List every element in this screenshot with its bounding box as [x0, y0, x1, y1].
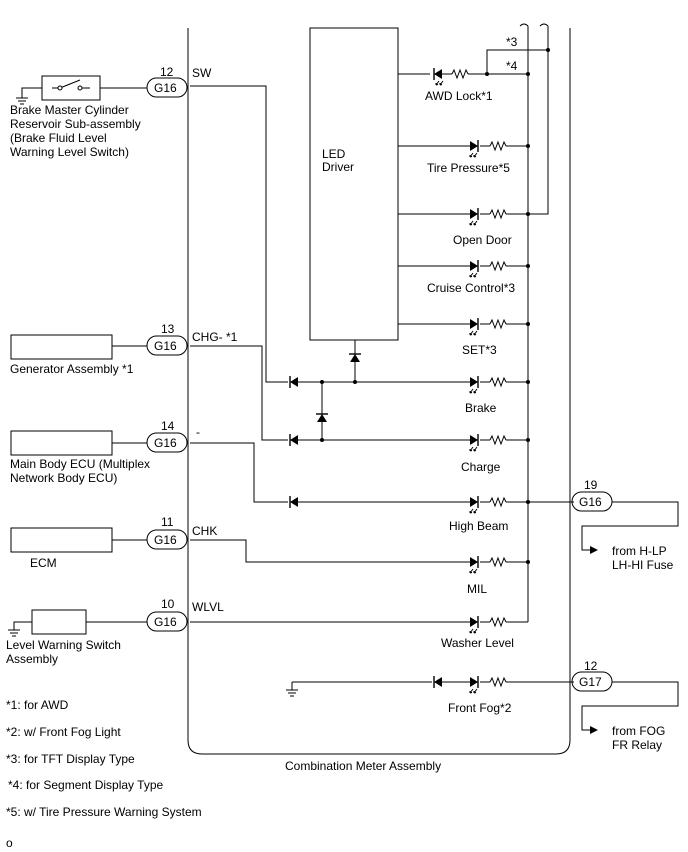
- indicator-mil: MIL: [467, 582, 487, 596]
- signal-chg: CHG- *1: [192, 330, 238, 344]
- indicator-set: SET*3: [462, 343, 497, 357]
- marker-3: *3: [506, 35, 518, 49]
- awd-branch: [486, 49, 548, 74]
- ecm-label: ECM: [30, 556, 57, 570]
- connector-chk-name: G16: [154, 533, 177, 547]
- connector-fog-name: G17: [579, 675, 602, 689]
- pin-chk: 11: [161, 515, 174, 529]
- connector-minus-name: G16: [154, 436, 177, 450]
- source-fog-1: from FOG: [612, 724, 665, 738]
- note-5: *5: w/ Tire Pressure Warning System: [6, 805, 202, 819]
- signal-wlvl: WLVL: [192, 600, 224, 614]
- indicator-charge: Charge: [461, 460, 501, 474]
- signal-sw: SW: [192, 66, 212, 80]
- note-4: *4: for Segment Display Type: [8, 778, 164, 792]
- indicator-brake: Brake: [465, 401, 497, 415]
- pin-hlp: 19: [584, 478, 598, 492]
- top-bus: [528, 28, 549, 215]
- brake-switch-label-4: Warning Level Switch): [10, 145, 129, 159]
- indicator-awd-lock: AWD Lock*1: [425, 89, 493, 103]
- footer-mark: o: [6, 836, 13, 850]
- indicator-cruise-control: Cruise Control*3: [427, 281, 515, 295]
- connector-chg-name: G16: [154, 339, 177, 353]
- signal-minus: -: [196, 425, 200, 439]
- brake-switch-label-3: (Brake Fluid Level: [10, 131, 107, 145]
- source-fog-2: FR Relay: [612, 738, 662, 752]
- pin-chg: 13: [161, 322, 175, 336]
- led-driver-box: [309, 27, 399, 341]
- indicator-front-fog: Front Fog*2: [448, 701, 512, 715]
- pin-minus: 14: [161, 419, 175, 433]
- source-hlp-1: from H-LP: [612, 544, 667, 558]
- connector-hlp-name: G16: [579, 495, 602, 509]
- meter-enclosure: [187, 28, 571, 755]
- indicator-open-door: Open Door: [453, 233, 512, 247]
- indicator-tire-pressure: Tire Pressure*5: [427, 161, 510, 175]
- connector-wlvl-name: G16: [154, 615, 177, 629]
- note-1: *1: for AWD: [6, 698, 69, 712]
- source-hlp-2: LH-HI Fuse: [612, 558, 674, 572]
- brake-switch-label-2: Reservoir Sub-assembly: [10, 117, 141, 131]
- brake-switch-label-1: Brake Master Cylinder: [10, 103, 129, 117]
- brake-switch-box: [41, 75, 101, 101]
- level-switch-box: [31, 609, 87, 635]
- generator-box: [10, 334, 113, 360]
- led-driver-label-1: LED: [322, 147, 346, 161]
- meter-label: Combination Meter Assembly: [285, 759, 441, 773]
- generator-label: Generator Assembly *1: [10, 362, 134, 376]
- ecm-box: [10, 527, 113, 553]
- main-body-ecu-box: [10, 430, 113, 456]
- led-driver-label-2: Driver: [322, 160, 354, 174]
- pin-fog: 12: [584, 659, 598, 673]
- main-body-ecu-label-2: Network Body ECU): [10, 471, 117, 485]
- signal-chk: CHK: [192, 524, 217, 538]
- level-switch-label-2: Assembly: [6, 652, 58, 666]
- pin-wlvl: 10: [161, 597, 175, 611]
- note-2: *2: w/ Front Fog Light: [6, 725, 121, 739]
- marker-4: *4: [506, 59, 518, 73]
- indicator-washer-level: Washer Level: [441, 636, 514, 650]
- note-3: *3: for TFT Display Type: [6, 752, 135, 766]
- level-switch-label-1: Level Warning Switch: [6, 638, 121, 652]
- connector-sw-name: G16: [154, 81, 177, 95]
- pin-sw: 12: [160, 65, 174, 79]
- main-body-ecu-label-1: Main Body ECU (Multiplex: [10, 457, 150, 471]
- indicator-high-beam: High Beam: [449, 519, 508, 533]
